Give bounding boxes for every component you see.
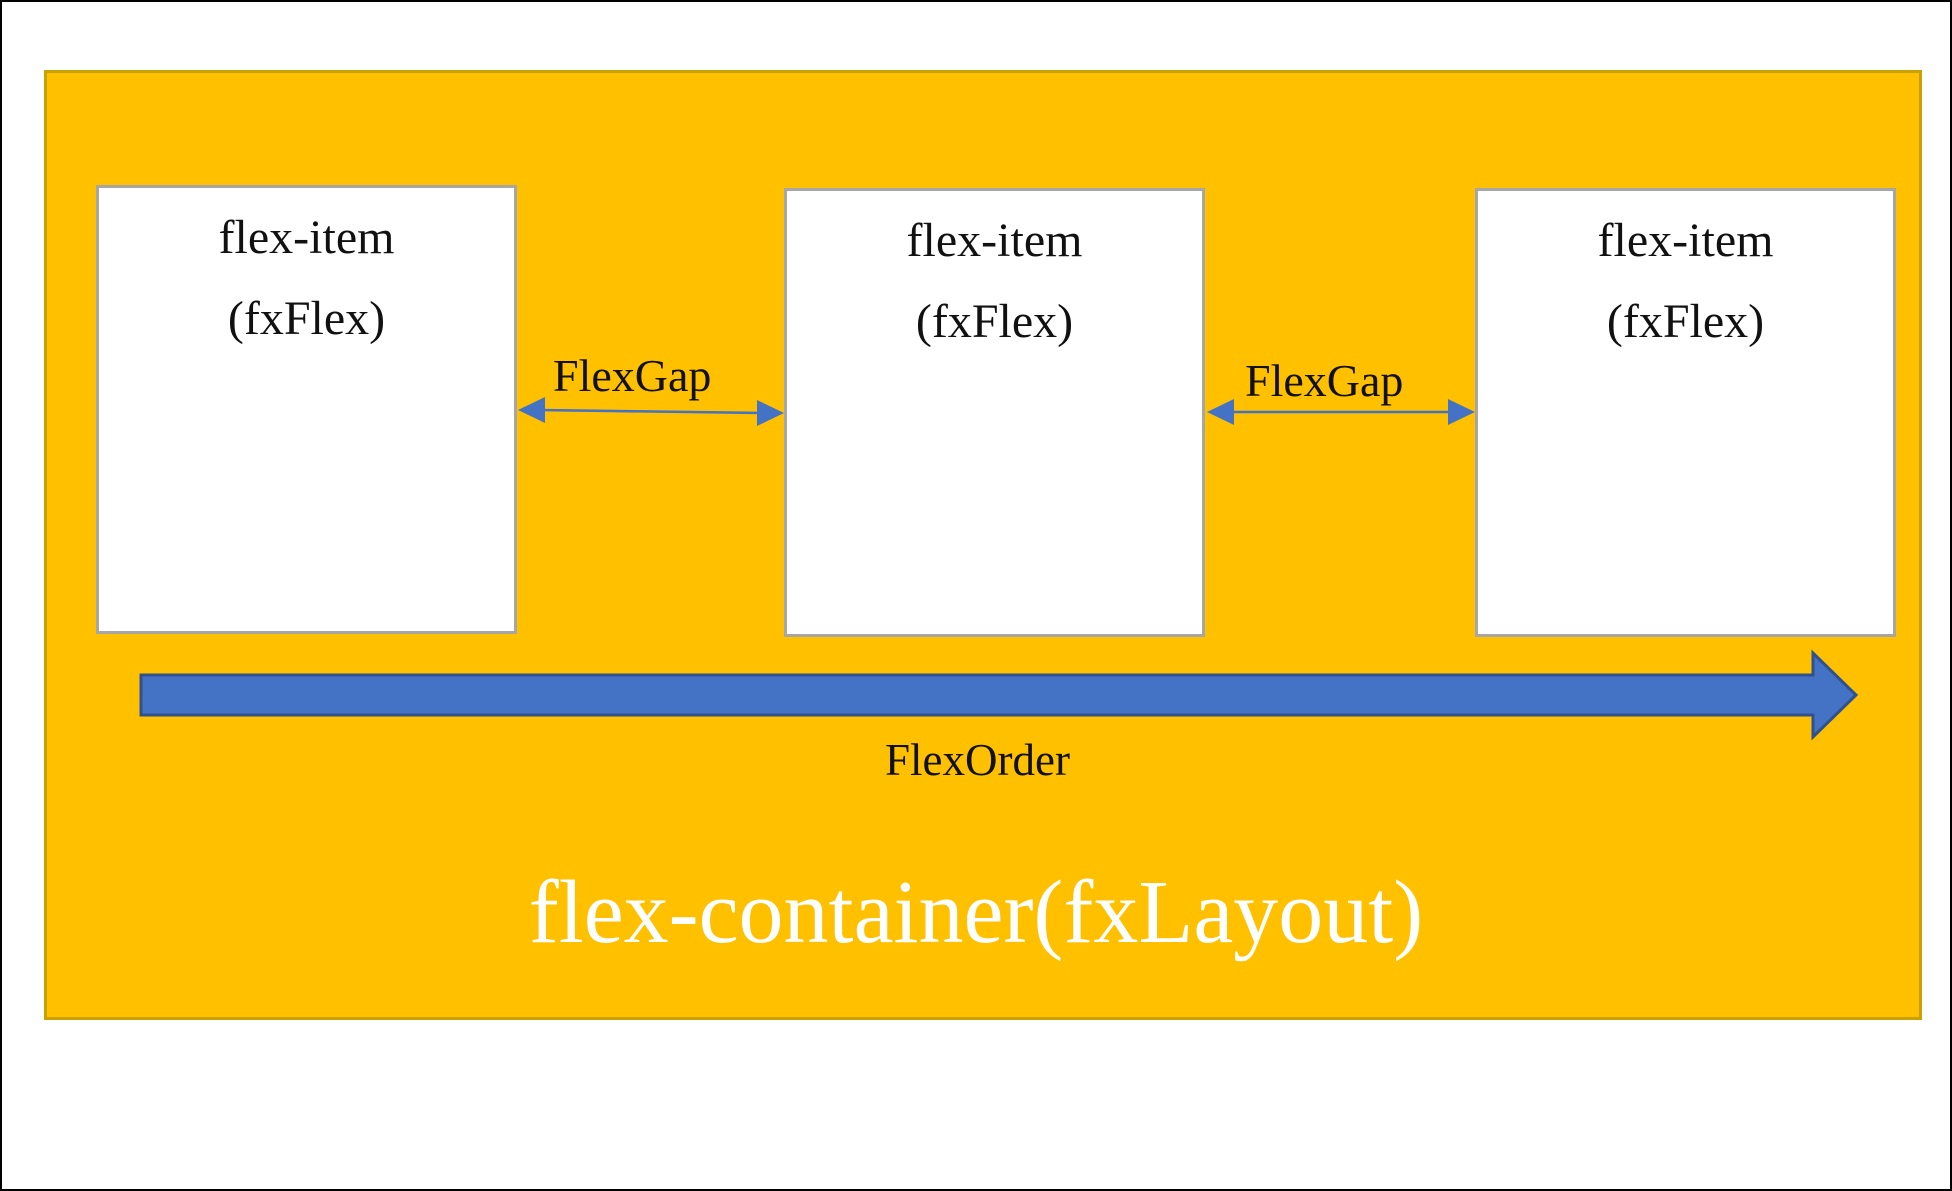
flex-gap-label-2: FlexGap	[1245, 355, 1404, 406]
flex-item-1: flex-item (fxFlex)	[96, 185, 517, 634]
flex-item-2-subtitle: (fxFlex)	[915, 295, 1074, 348]
flex-item-3-title: flex-item	[1597, 214, 1774, 267]
flex-order-arrow	[139, 649, 1859, 741]
flex-gap-arrow-2	[1207, 399, 1475, 425]
flex-item-2-title: flex-item	[906, 214, 1083, 267]
flex-item-3-subtitle: (fxFlex)	[1606, 295, 1765, 348]
flex-item-3: flex-item (fxFlex)	[1475, 188, 1896, 637]
flex-container-label: flex-container(fxLayout)	[528, 863, 1424, 962]
flex-gap-arrow-1	[518, 397, 784, 426]
flex-gap-label-1: FlexGap	[553, 350, 712, 401]
flex-item-2: flex-item (fxFlex)	[784, 188, 1205, 637]
flex-order-label: FlexOrder	[885, 735, 1070, 785]
flex-item-1-title: flex-item	[218, 211, 395, 264]
flex-item-1-subtitle: (fxFlex)	[227, 292, 386, 345]
